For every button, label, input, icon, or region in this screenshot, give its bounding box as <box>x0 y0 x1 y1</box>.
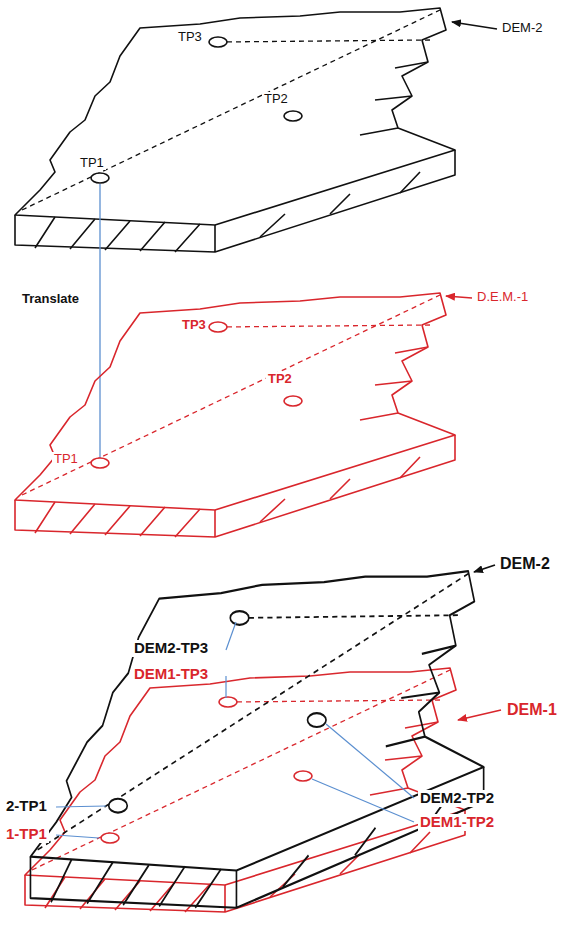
step-label: Translate <box>20 292 81 306</box>
tie-point-label: DEM2-TP2 <box>418 790 496 807</box>
tie-point-label: 1-TP1 <box>4 826 49 843</box>
pointer-arrow <box>452 22 497 29</box>
dem-label: DEM-1 <box>505 701 559 719</box>
tie-point-label: TP1 <box>78 156 106 170</box>
tie-point-label: TP2 <box>266 372 294 386</box>
tie-point-label: DEM1-TP3 <box>132 666 210 683</box>
tie-point-label: TP1 <box>52 452 80 466</box>
tie-point-label: DEM1-TP2 <box>418 814 496 831</box>
pointer-arrow <box>474 565 495 572</box>
tie-point-label: TP3 <box>176 30 204 44</box>
pointer-arrow <box>446 296 472 298</box>
dem-surface <box>15 293 455 537</box>
tie-point-label: 2-TP1 <box>4 798 49 815</box>
dem-surface <box>15 8 455 252</box>
dem-surface <box>30 571 483 908</box>
dem-label: DEM-2 <box>500 21 544 35</box>
pointer-arrow <box>458 710 501 720</box>
tie-point-label: TP2 <box>262 92 290 106</box>
leader-lines <box>56 622 414 838</box>
dem-label: DEM-2 <box>498 555 552 573</box>
tie-point-label: DEM2-TP3 <box>132 640 210 657</box>
tie-point-label: TP3 <box>180 318 208 332</box>
dem-label: D.E.M.-1 <box>475 290 530 304</box>
